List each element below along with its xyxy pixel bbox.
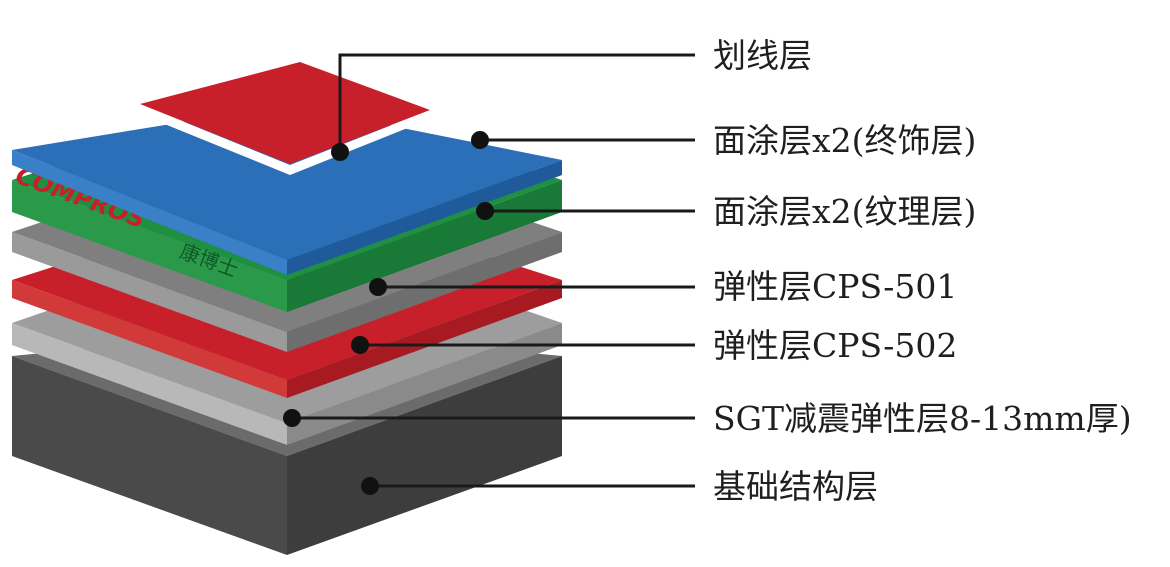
base-layer-right-face — [287, 356, 562, 555]
leader-dot-base — [361, 477, 379, 495]
leader-dot-cps502 — [351, 336, 369, 354]
sgt-layer-right-face — [287, 323, 562, 445]
topcoat-layer-left-face — [12, 150, 287, 275]
sgt-layer-left-face — [12, 323, 287, 445]
leader-lines — [292, 53, 695, 488]
marking-layer-top — [140, 62, 430, 164]
cps502-layer-right-face — [287, 280, 562, 398]
label-cps502-layer: 弹性层CPS-502 — [713, 326, 958, 365]
leader-dot-marking — [331, 143, 349, 161]
leader-dots — [283, 131, 494, 495]
leader-line-marking — [338, 53, 695, 150]
base-layer-left-face — [12, 356, 287, 555]
leader-dot-texture — [476, 202, 494, 220]
topcoat-layer-right-face — [287, 160, 562, 275]
cps502-layer-left-face — [12, 280, 287, 398]
cps501-layer-left-face — [12, 232, 287, 352]
topcoat-layer-top — [12, 105, 562, 260]
leader-dot-topcoat — [471, 131, 489, 149]
label-marking-layer: 划线层 — [713, 36, 812, 75]
label-base-layer: 基础结构层 — [713, 467, 878, 506]
texture-layer-left-face — [12, 180, 287, 312]
marking-line-stripe — [130, 106, 440, 175]
label-cps501-layer: 弹性层CPS-501 — [713, 267, 958, 306]
cps501-layer-right-face — [287, 232, 562, 352]
label-texture-layer: 面涂层x2(纹理层) — [713, 192, 977, 231]
label-topcoat-layer: 面涂层x2(终饰层) — [713, 121, 977, 160]
leader-dot-cps501 — [369, 278, 387, 296]
label-sgt-layer: SGT减震弹性层8-13mm厚) — [713, 399, 1132, 438]
leader-dot-sgt — [283, 409, 301, 427]
